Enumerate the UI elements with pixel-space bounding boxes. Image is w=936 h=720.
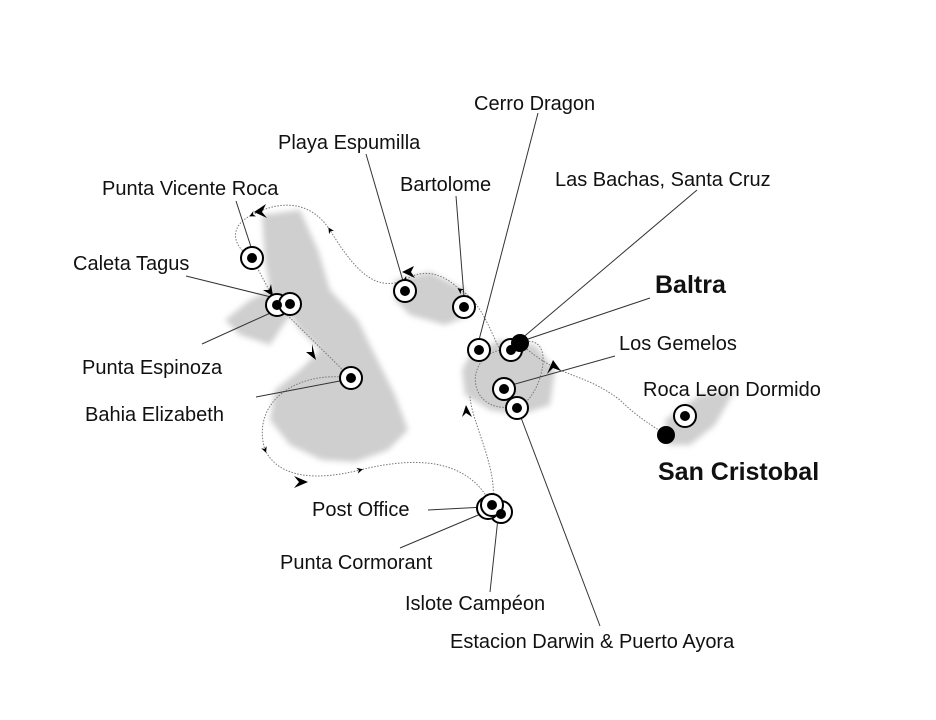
label-cerro-dragon: Cerro Dragon	[474, 93, 596, 115]
label-los-gemelos: Los Gemelos	[619, 333, 737, 355]
label-baltra: Baltra	[655, 271, 726, 299]
label-las-bachas: Las Bachas, Santa Cruz	[555, 169, 771, 191]
route-arrows	[254, 204, 561, 488]
label-punta-vicente-roca: Punta Vicente Roca	[102, 178, 279, 200]
label-islote-campeon: Islote Campéon	[405, 593, 546, 615]
san-cristobal-island	[665, 390, 735, 445]
label-roca-leon-dormido: Roca Leon Dormido	[643, 379, 821, 401]
label-bahia-elizabeth: Bahia Elizabeth	[85, 404, 224, 426]
arrow-icon	[294, 476, 308, 488]
label-punta-espinoza: Punta Espinoza	[82, 357, 223, 379]
arrow-icon	[263, 284, 273, 296]
baltra-port-marker	[511, 334, 529, 352]
label-san-cristobal: San Cristobal	[658, 458, 820, 486]
san-cristobal-port-marker	[657, 426, 675, 444]
leader-lines	[185, 112, 698, 627]
arrow-icon	[547, 360, 561, 374]
label-estacion-darwin: Estacion Darwin & Puerto Ayora	[450, 631, 735, 653]
label-caleta-tagus: Caleta Tagus	[73, 253, 190, 275]
label-playa-espumilla: Playa Espumilla	[278, 132, 421, 154]
label-post-office: Post Office	[312, 499, 410, 521]
arrow-icon	[402, 266, 415, 278]
arrow-icon	[254, 204, 267, 218]
arrow-icon	[306, 344, 316, 360]
label-punta-cormorant: Punta Cormorant	[280, 552, 433, 574]
label-bartolome: Bartolome	[400, 174, 492, 196]
arrow-icon	[462, 405, 472, 417]
stop-markers	[240, 246, 697, 524]
